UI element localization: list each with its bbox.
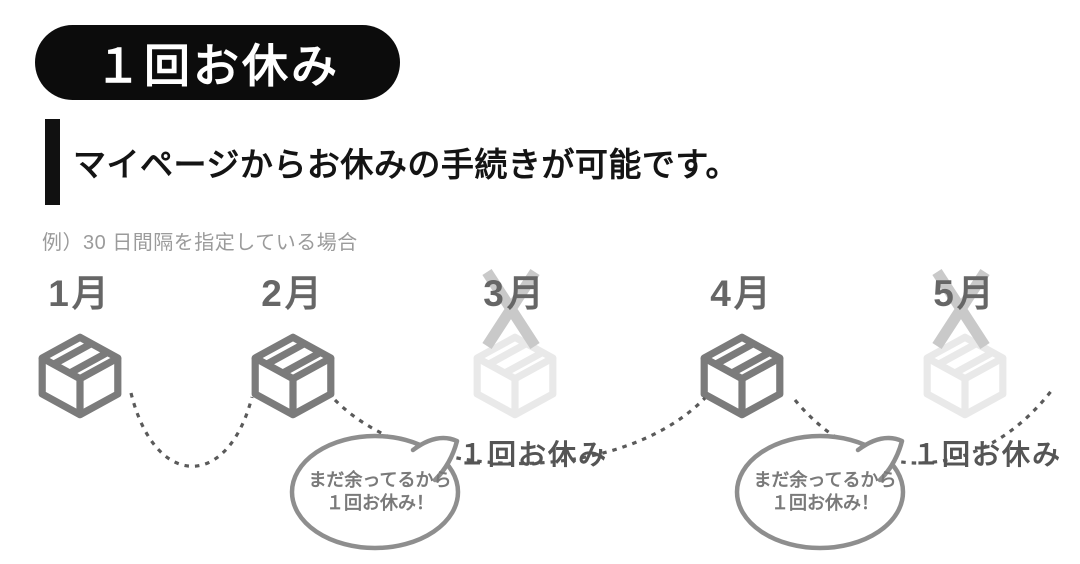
section-heading: マイページからお休みの手続きが可能です。 (73, 146, 740, 183)
package-box-icon (473, 333, 557, 419)
speech-bubble-shape (734, 433, 906, 551)
month-label: 4月 (710, 273, 774, 314)
example-note: 例）30 日間隔を指定している場合 (42, 232, 358, 254)
curve-apr-jun (793, 389, 1054, 465)
speech-bubble: まだ余ってるから １回お休み！ (730, 430, 920, 560)
month-label: 5月 (933, 273, 997, 314)
heading-accent-bar (45, 119, 60, 205)
dotted-skip-curves (129, 389, 1054, 468)
skip-once-label: １回お休み (458, 439, 609, 470)
package-box-icon (251, 333, 335, 419)
speech-bubble: まだ余ってるから １回お休み！ (285, 430, 475, 560)
speech-bubble-text: まだ余ってるから １回お休み！ (753, 470, 897, 513)
curve-feb-apr (333, 396, 707, 466)
month-column-mar: 3月 (425, 269, 605, 424)
title-badge: １回お休み (35, 25, 400, 100)
month-column-may: 5月 (875, 269, 1055, 424)
month-column-jan: 1月 (0, 270, 170, 424)
month-column-feb: 2月 (203, 270, 383, 424)
package-box-icon (38, 333, 122, 419)
month-label: 2月 (261, 273, 325, 314)
package-box-icon (700, 333, 784, 419)
month-column-apr: 4月 (652, 270, 832, 424)
month-label: 1月 (48, 273, 112, 314)
skip-once-label: １回お休み (912, 439, 1063, 470)
speech-bubble-shape (289, 433, 461, 551)
skip-x-icon (932, 269, 990, 349)
curve-jan-feb (129, 392, 254, 468)
package-box-icon (923, 333, 1007, 419)
speech-bubble-text: まだ余ってるから １回お休み！ (308, 470, 452, 513)
title-badge-label: １回お休み (95, 39, 340, 92)
month-label: 3月 (483, 273, 547, 314)
skip-x-icon (482, 269, 540, 349)
